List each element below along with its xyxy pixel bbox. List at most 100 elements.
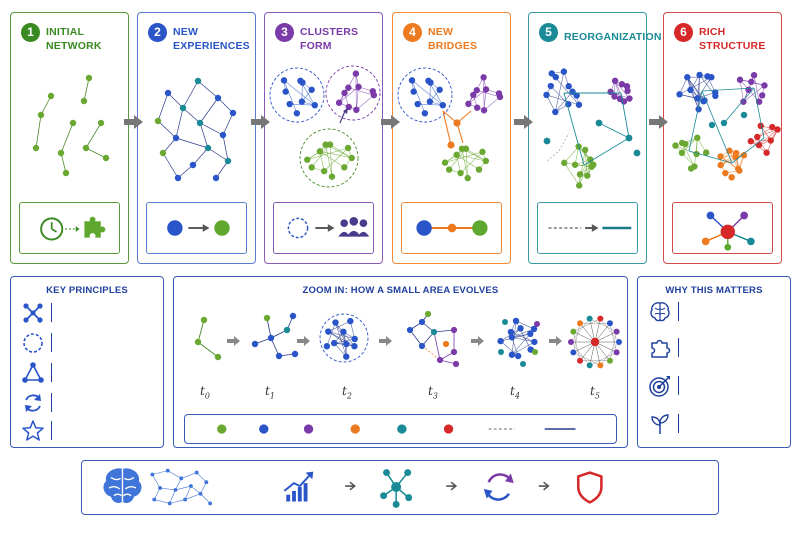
step-arrow-icon <box>471 336 484 346</box>
divider <box>51 303 52 322</box>
network-node <box>289 312 297 320</box>
stage-panel-3: 3 CLUSTERS FORM <box>264 12 383 264</box>
dashed-circle-to-people-icon <box>287 216 370 239</box>
clusters-form-graph <box>269 65 381 188</box>
network-node <box>480 107 488 114</box>
network-node <box>442 340 450 348</box>
network-node <box>263 314 271 322</box>
divider <box>678 302 679 321</box>
network-node <box>761 82 768 89</box>
network-node <box>740 152 748 159</box>
star-icon <box>22 420 44 441</box>
stage-title: NEW BRIDGES <box>428 26 478 52</box>
network-node <box>158 486 162 490</box>
network-node <box>355 83 362 91</box>
stage-number-badge: 1 <box>21 23 40 42</box>
network-node <box>678 149 686 157</box>
zoom-in-title: ZOOM IN: HOW A SMALL AREA EVOLVES <box>302 285 499 296</box>
brain-icon <box>650 302 670 322</box>
network-node <box>470 91 477 99</box>
network-node <box>717 161 724 169</box>
stage-icon-box <box>273 202 374 254</box>
network-node <box>575 101 583 108</box>
network-node <box>37 111 45 119</box>
network-node <box>520 361 526 367</box>
network-node <box>430 328 438 336</box>
network-node <box>267 334 275 342</box>
stage-panel-6: 6 RICH STRUCTURE <box>663 12 782 264</box>
network-node <box>498 349 504 355</box>
network-node <box>757 122 764 130</box>
network-node <box>97 119 105 127</box>
network-node <box>618 81 626 88</box>
time-label-t2: t2 <box>342 384 352 401</box>
network-node <box>159 149 167 157</box>
network-node <box>214 353 222 361</box>
network-node <box>606 320 613 327</box>
network-node <box>577 320 584 327</box>
network-node <box>380 492 388 500</box>
why-this-matters-box: WHY THIS MATTERS <box>637 276 791 448</box>
network-node <box>774 126 781 133</box>
arrow-icon <box>446 481 458 491</box>
network-node <box>351 343 358 350</box>
network-node <box>586 362 593 369</box>
network-node <box>696 71 703 79</box>
network-node <box>694 134 701 141</box>
network-node <box>62 169 70 177</box>
network-node <box>508 351 516 358</box>
network-node <box>543 137 551 145</box>
network-node <box>280 77 288 84</box>
network-node <box>570 349 577 356</box>
network-node <box>748 78 755 85</box>
sprout-icon <box>651 414 669 434</box>
network-node <box>532 349 538 355</box>
reorganization-graph <box>543 68 641 189</box>
stage-number-badge: 4 <box>403 23 422 42</box>
step-arrow-icon <box>297 336 310 346</box>
legend-blue-node <box>259 424 269 434</box>
initial-network-graph <box>32 74 110 177</box>
network-node <box>586 315 593 322</box>
network-node <box>335 99 343 106</box>
network-node <box>682 140 689 148</box>
divider <box>51 421 52 440</box>
network-node <box>391 482 402 493</box>
network-node <box>172 134 180 142</box>
refresh-icon <box>25 394 41 412</box>
stage-number-badge: 6 <box>674 23 693 42</box>
network-node <box>736 76 744 83</box>
network-node <box>573 92 580 99</box>
network-node <box>755 98 763 105</box>
legend-green-node <box>217 424 227 434</box>
divider <box>51 333 52 352</box>
network-node <box>740 111 748 119</box>
network-node <box>323 343 331 350</box>
network-node <box>347 317 354 325</box>
network-node <box>568 339 574 345</box>
divider <box>51 393 52 412</box>
network-node <box>47 92 55 100</box>
network-node <box>684 74 691 81</box>
stage-panel-1: 1 INITIAL NETWORK <box>10 12 129 264</box>
network-node <box>769 123 776 131</box>
network-node <box>57 149 65 157</box>
network-node <box>633 149 641 157</box>
network-node <box>282 88 289 95</box>
stage-title: NEW EXPERIENCES <box>173 26 250 52</box>
network-node <box>311 101 319 109</box>
network-node <box>479 148 486 156</box>
network-node <box>569 88 576 95</box>
network-node <box>293 110 301 117</box>
network-node <box>552 73 559 81</box>
clock-to-puzzle-icon <box>40 216 106 241</box>
network-node <box>703 149 710 156</box>
growth-chart-icon <box>283 471 314 502</box>
flow-arrow-icon <box>251 115 270 129</box>
network-node <box>452 360 460 368</box>
network-node <box>325 328 332 335</box>
network-node <box>369 88 376 95</box>
network-node <box>613 349 620 356</box>
network-node <box>514 352 522 360</box>
network-node <box>150 472 155 477</box>
